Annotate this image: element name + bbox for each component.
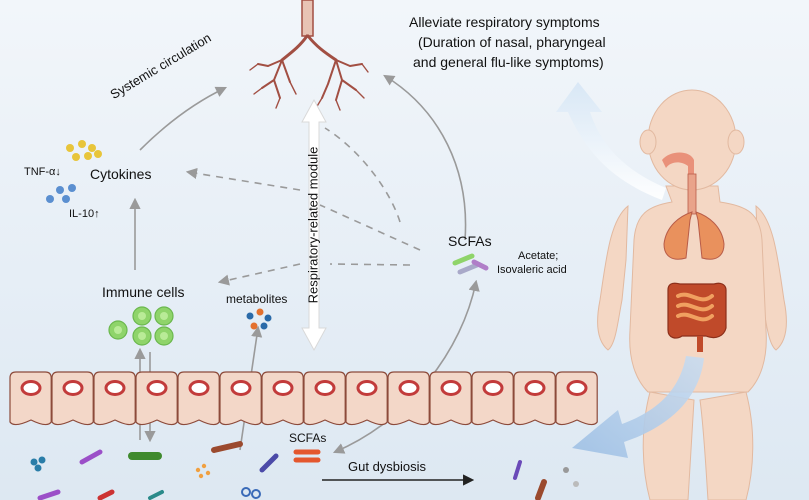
villus-cell — [261, 371, 304, 426]
villus-nucleus — [356, 380, 378, 396]
villus-nucleus — [566, 380, 588, 396]
intestinal-villi-icon — [9, 371, 598, 426]
villus-cell — [219, 371, 262, 426]
villus-cell — [93, 371, 136, 426]
cytokines-label: Cytokines — [90, 166, 152, 182]
villus-nucleus — [146, 380, 168, 396]
scfas-lower-label: SCFAs — [289, 431, 327, 445]
villus-cell — [555, 371, 598, 426]
villus-cell — [387, 371, 430, 426]
villus-nucleus — [272, 380, 294, 396]
villus-cell — [345, 371, 388, 426]
scfa-sticks-upper — [452, 253, 489, 275]
villus-nucleus — [314, 380, 336, 396]
villus-nucleus — [398, 380, 420, 396]
alleviate-detail-line-2: and general flu-like symptoms) — [413, 54, 604, 70]
respiratory-module-arrow — [301, 98, 327, 352]
villus-cell — [177, 371, 220, 426]
villus-cell — [303, 371, 346, 426]
immune-cells-label: Immune cells — [102, 284, 185, 300]
metabolites-label: metabolites — [226, 292, 288, 306]
child-intestine-icon — [667, 282, 727, 352]
bacteria-icon — [30, 441, 579, 500]
villus-nucleus — [482, 380, 504, 396]
acetate-label: Acetate; — [518, 250, 559, 262]
villus-nucleus — [20, 380, 42, 396]
tnf-alpha-label: TNF-α↓ — [24, 166, 61, 178]
respiratory-module-label: Respiratory-related module — [305, 146, 321, 304]
villus-nucleus — [524, 380, 546, 396]
villus-nucleus — [188, 380, 210, 396]
gut-to-dysbiosis-arrow — [572, 356, 704, 458]
villus-cell — [9, 371, 52, 426]
scfa-sticks-lower — [293, 449, 321, 463]
gut-dysbiosis-label: Gut dysbiosis — [348, 459, 427, 474]
scfas-upper-label: SCFAs — [448, 233, 492, 249]
cytokine-dots — [46, 140, 102, 203]
alleviate-detail-line-1: (Duration of nasal, pharyngeal — [418, 34, 606, 50]
isovaleric-acid-label: Isovaleric acid — [497, 264, 567, 276]
villus-cell — [471, 371, 514, 426]
metabolite-dots — [246, 308, 272, 330]
immune-cell-icon — [108, 306, 174, 346]
alleviate-beam — [556, 82, 666, 200]
villus-cell — [513, 371, 556, 426]
villus-cell — [51, 371, 94, 426]
lungs-icon — [249, 0, 369, 111]
villus-cell — [135, 371, 178, 426]
villus-nucleus — [230, 380, 252, 396]
child-airway-icon — [662, 152, 725, 260]
villus-nucleus — [440, 380, 462, 396]
il10-label: IL-10↑ — [69, 208, 100, 220]
villus-cell — [429, 371, 472, 426]
villus-nucleus — [62, 380, 84, 396]
alleviate-title: Alleviate respiratory symptoms — [409, 14, 600, 30]
villus-nucleus — [104, 380, 126, 396]
